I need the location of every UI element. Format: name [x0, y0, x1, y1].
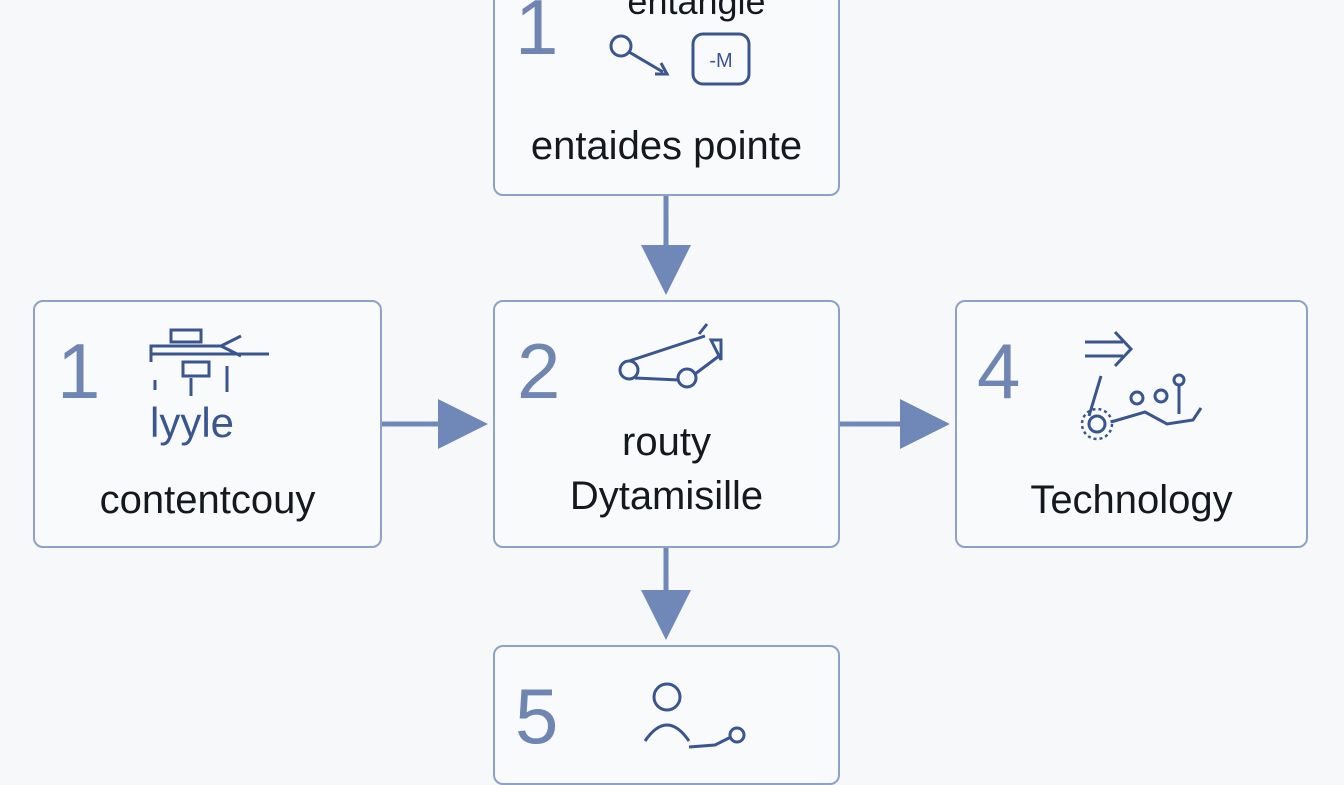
bottom-node: 5: [493, 645, 840, 785]
center-node: 2 routy Dytamisille: [493, 300, 840, 548]
top-node-title: entangle: [627, 0, 766, 22]
top-box-text: -M: [709, 50, 732, 72]
flow-arrow-icon: [149, 328, 269, 396]
node-number: 4: [977, 327, 1021, 415]
linkage-icon: [618, 323, 723, 389]
node-to-box-icon: -M: [609, 32, 751, 86]
node-number: 5: [515, 672, 559, 760]
node-number: 1: [57, 327, 101, 415]
right-node: 4 Technology: [955, 300, 1308, 548]
top-node-label: entaides pointe: [530, 124, 803, 168]
left-node: 1 lyyle contentcouy: [33, 300, 382, 548]
center-node-label-2: Dytamisille: [569, 474, 764, 518]
person-network-icon: [643, 682, 746, 749]
node-number: 2: [517, 327, 561, 415]
node-number: 1: [515, 0, 559, 71]
right-node-label: Technology: [1030, 478, 1233, 522]
left-node-label: contentcouy: [99, 478, 316, 522]
top-node: 1 entangle -M entaides pointe: [493, 0, 840, 196]
center-node-label-1: routy: [622, 420, 711, 464]
left-node-sub: lyyle: [150, 399, 235, 446]
gear-network-icon: [1080, 330, 1203, 441]
